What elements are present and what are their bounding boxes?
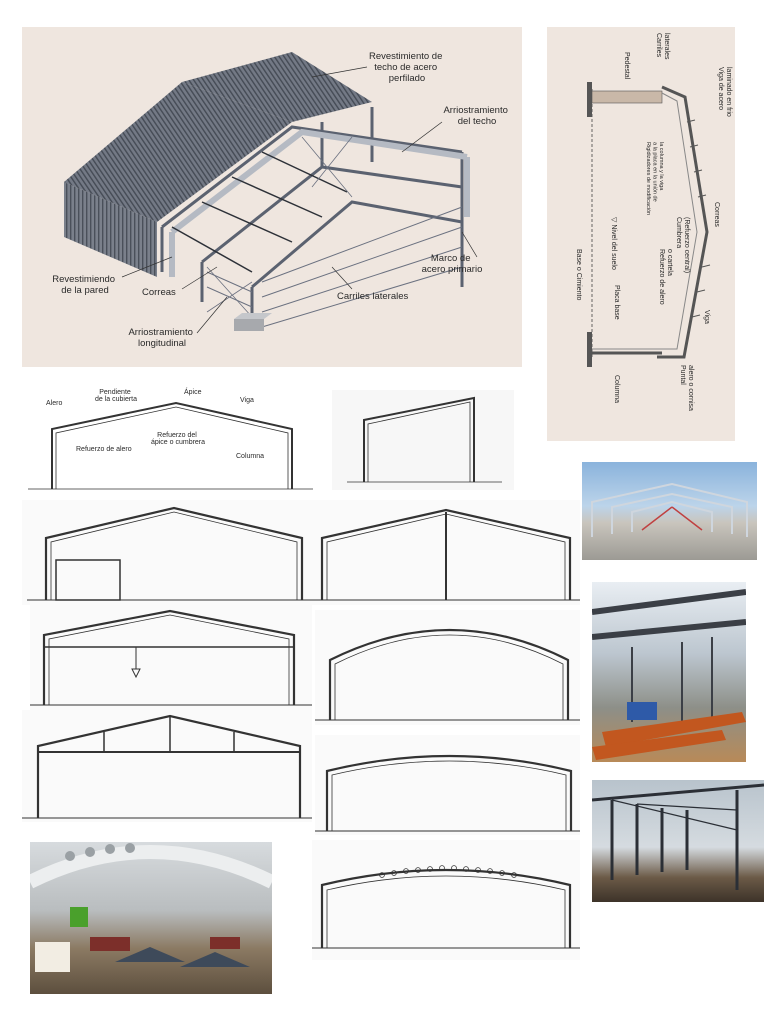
rafter-section-label: Viga xyxy=(703,310,710,324)
haunch-label: Refuerzo de alero xyxy=(658,249,665,305)
svg-text:Revestimiendo de la pare: Revestimiendo de la pared xyxy=(52,274,117,296)
arched-frame xyxy=(315,735,580,835)
roof-cladding-label: Revestimiento de xyxy=(369,51,442,62)
main-structure-diagram: Revestimiento de techo de acero perfilad… xyxy=(22,27,522,367)
column-section-label: Columna xyxy=(613,375,620,403)
frame-with-center-column xyxy=(312,500,580,605)
stiffeners-label: Rigidizadores de modificación xyxy=(645,142,651,215)
rafter-label: Viga xyxy=(240,397,254,404)
eave-label: Alero xyxy=(46,400,62,407)
truss-frame xyxy=(22,710,312,822)
pedestal-label: Pedestal xyxy=(623,52,630,80)
side-rails-label: Carriles xyxy=(655,33,662,58)
primary-frame-highlight xyxy=(169,128,470,277)
labeled-frame-diagram: Alero Pendiente de la cubierta Ápice Vig… xyxy=(28,385,313,495)
frame-with-crane xyxy=(30,605,312,710)
roof-cladding-top xyxy=(182,52,372,122)
apex-label: Ápice xyxy=(184,387,202,396)
svg-text:Arriostramiento del tech: Arriostramiento del techo xyxy=(443,105,510,127)
curved-haunch-frame xyxy=(315,610,580,725)
apex-haunch-label: Refuerzo del xyxy=(157,432,197,439)
svg-text:Viga de acero laminado: Viga de acero laminado en frio xyxy=(717,67,732,117)
svg-text:Carriles laterales: Carriles laterales xyxy=(655,33,670,60)
floor-level-label: ▽ Nivel del suelo xyxy=(610,217,617,270)
longitudinal-bracing-label: Arriostramiento xyxy=(128,327,192,338)
wall-cladding-label: Revestimiendo xyxy=(52,274,115,285)
eave-haunch-label: Refuerzo de alero xyxy=(76,446,132,453)
svg-text:Cumbrera (Refuerzo cen: Cumbrera (Refuerzo central) xyxy=(675,217,690,273)
svg-text:Refuerzo de alero o ca: Refuerzo de alero o cartela xyxy=(658,249,673,307)
section-diagram: Carriles laterales Pedestal Viga de acer… xyxy=(547,27,735,441)
svg-text:Refuerzo del ápice o cum: Refuerzo del ápice o cumbrera xyxy=(151,432,205,446)
frame-with-mezzanine xyxy=(22,500,312,605)
purlins-label: Correas xyxy=(142,287,176,298)
purlins-section-label: Correas xyxy=(713,202,720,227)
pedestal xyxy=(234,319,264,331)
primary-frame xyxy=(160,107,464,327)
base-label: Base o Cimiento xyxy=(575,249,582,300)
roof-cladding xyxy=(64,82,292,222)
cold-rolled-beam-label: Viga de acero xyxy=(717,67,724,110)
ridge-label: Cumbrera xyxy=(675,217,682,248)
photo-construction-crane xyxy=(592,582,746,762)
mono-slope-frame xyxy=(332,390,514,490)
svg-text:Revestimiento de techo d: Revestimiento de techo de acero perfilad… xyxy=(369,51,445,84)
primary-frame-label: Marco de xyxy=(431,253,471,264)
leader-lines xyxy=(121,66,478,334)
base-plate-label: Placa base xyxy=(613,285,620,320)
pedestal-top xyxy=(234,313,272,319)
roof-slope-label: Pendiente xyxy=(99,389,131,396)
bracing xyxy=(206,136,353,318)
photo-steel-skeleton xyxy=(592,780,764,902)
purlins xyxy=(171,151,348,273)
girts-label: Carriles laterales xyxy=(337,291,409,302)
roof-bracing-label: Arriostramiento xyxy=(443,105,507,116)
knee-label: Puntal xyxy=(679,365,686,385)
column-label: Columna xyxy=(236,453,264,460)
photo-interior-market xyxy=(30,842,272,994)
svg-text:Puntal alero o cornisa: Puntal alero o cornisa xyxy=(679,365,694,411)
girts xyxy=(206,206,463,328)
photo-steel-frame-site xyxy=(582,462,757,560)
cellular-beam-frame xyxy=(312,840,580,960)
wall-cladding xyxy=(64,182,157,277)
svg-text:Pendiente de la cubierta: Pendiente de la cubierta xyxy=(95,389,137,403)
svg-text:Arriostramiento longitud: Arriostramiento longitudinal xyxy=(128,327,195,349)
svg-text:Marco de acero primario: Marco de acero primario xyxy=(422,253,483,275)
svg-text:Rigidizadores de modificación: Rigidizadores de modificación a la placa… xyxy=(645,142,664,217)
